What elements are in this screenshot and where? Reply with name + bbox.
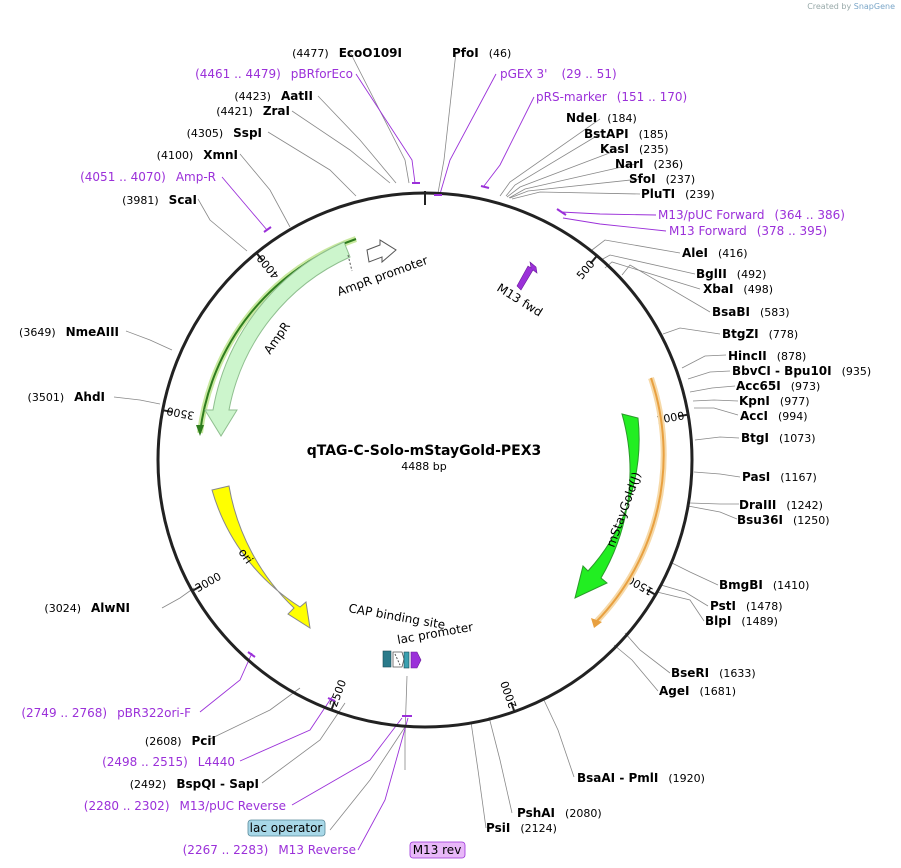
enzyme-label[interactable]: (4305)SspI (187, 126, 262, 140)
enzyme-label[interactable]: NarI(236) (615, 157, 683, 171)
mstaygold-label: mStayGold(J) (604, 470, 644, 549)
enzyme-label[interactable]: KasI(235) (600, 142, 669, 156)
enzyme-label[interactable]: BstAPI(185) (584, 127, 668, 141)
m13-rev-label-box (409, 841, 466, 859)
enzyme-label[interactable]: KpnI(977) (739, 394, 810, 408)
enzyme-label[interactable]: BsaBI(583) (712, 305, 790, 319)
tick-label: 2500 (327, 678, 349, 709)
enzyme-label[interactable]: PfoI(46) (452, 46, 511, 60)
enzyme-label[interactable]: PsiI(2124) (486, 821, 557, 835)
enzyme-label[interactable]: (4100)XmnI (157, 148, 238, 162)
enzyme-label[interactable]: HincII(878) (728, 349, 806, 363)
tick-mark (330, 700, 336, 711)
m13-rev-label[interactable]: M13 rev (413, 843, 462, 857)
enzyme-label[interactable]: (4421)ZraI (216, 104, 290, 118)
enzyme-label[interactable]: (4423)AatII (234, 89, 313, 103)
primer-labels: (4461 .. 4479)pBRforEco pGEX 3'(29 .. 51… (21, 67, 845, 857)
enzyme-labels: PfoI(46) NdeI(184) BstAPI(185) KasI(235)… (452, 46, 871, 835)
tick-mark (678, 413, 689, 418)
ampr-feature[interactable] (204, 241, 351, 437)
tick-label: 2000 (498, 679, 520, 710)
ampr-promoter-feature[interactable] (366, 239, 397, 264)
enzyme-label[interactable]: BbvCI - Bpu10I(935) (732, 364, 871, 378)
primer-label[interactable]: (2267 .. 2283)M13 Reverse (183, 843, 356, 857)
primer-marks (247, 182, 567, 717)
leader-lines (113, 51, 741, 831)
tick-mark (646, 588, 656, 596)
tick-mark (255, 252, 264, 262)
enzyme-label[interactable]: (4477)EcoO109I (292, 46, 402, 60)
cap-binding-site-feature[interactable] (382, 650, 392, 668)
enzyme-label[interactable]: (3649)NmeAIII (19, 325, 119, 339)
ampr-promoter-divider (347, 254, 353, 272)
snapgene-watermark: Created by SnapGene (807, 2, 895, 11)
enzyme-labels-left: (4477)EcoO109I (4423)AatII (4421)ZraI (4… (19, 46, 402, 791)
tick-marks (162, 252, 689, 712)
primer-label[interactable]: (2498 .. 2515)L4440 (102, 755, 235, 769)
tick-mark (191, 585, 202, 592)
tick-mark (589, 255, 598, 265)
primer-label[interactable]: pGEX 3'(29 .. 51) (500, 67, 617, 81)
tick-mark (162, 409, 173, 414)
mstaygold-feature[interactable] (574, 413, 640, 599)
tick-label: 500 (574, 258, 597, 282)
enzyme-label[interactable]: PshAI(2080) (517, 806, 602, 820)
enzyme-label[interactable]: Bsu36I(1250) (737, 513, 830, 527)
enzyme-label[interactable]: BseRI(1633) (671, 666, 756, 680)
m13-rev-feature[interactable] (410, 651, 422, 669)
enzyme-label[interactable]: AgeI(1681) (659, 684, 736, 698)
primer-label[interactable]: (2280 .. 2302)M13/pUC Reverse (84, 799, 286, 813)
enzyme-label[interactable]: AleI(416) (682, 246, 748, 260)
tick-label: 3500 (165, 404, 195, 422)
enzyme-label[interactable]: (2492)BspQI - SapI (130, 777, 259, 791)
lac-operator-label[interactable]: lac operator (250, 821, 323, 835)
ori-feature[interactable] (211, 485, 311, 630)
enzyme-label[interactable]: PstI(1478) (710, 599, 783, 613)
tick-mark (510, 701, 516, 712)
primer-label[interactable]: (2749 .. 2768)pBR322ori-F (21, 706, 191, 720)
mstaygold-track-arrowhead (591, 618, 602, 628)
m13-fwd-feature[interactable] (516, 261, 538, 291)
enzyme-label[interactable]: DraIII(1242) (739, 498, 823, 512)
tick-label: 3000 (193, 570, 224, 595)
enzyme-label[interactable]: (3981)ScaI (122, 193, 197, 207)
lac-operator-label-box (247, 819, 326, 837)
enzyme-label[interactable]: BglII(492) (696, 267, 766, 281)
enzyme-label[interactable]: BmgBI(1410) (719, 578, 809, 592)
primer-label[interactable]: M13/pUC Forward(364 .. 386) (658, 208, 845, 222)
enzyme-label[interactable]: Acc65I(973) (736, 379, 820, 393)
enzyme-label[interactable]: NdeI(184) (566, 111, 637, 125)
ampr-track-arrowhead (196, 425, 204, 436)
enzyme-label[interactable]: PluTI(239) (641, 187, 715, 201)
primer-label[interactable]: pRS-marker(151 .. 170) (536, 90, 687, 104)
enzyme-label[interactable]: XbaI(498) (703, 282, 773, 296)
enzyme-label[interactable]: BlpI(1489) (705, 614, 778, 628)
enzyme-label[interactable]: (3501)AhdI (28, 390, 105, 404)
enzyme-label[interactable]: (2608)PciI (145, 734, 216, 748)
enzyme-label[interactable]: BsaAI - PmlI(1920) (577, 771, 705, 785)
enzyme-label[interactable]: BtgI(1073) (741, 431, 816, 445)
enzyme-label[interactable]: AccI(994) (740, 409, 808, 423)
enzyme-label[interactable]: PasI(1167) (742, 470, 817, 484)
mstaygold-track (595, 377, 665, 623)
enzyme-label[interactable]: SfoI(237) (629, 172, 695, 186)
lac-operator-feature[interactable] (403, 651, 410, 669)
primer-label[interactable]: M13 Forward(378 .. 395) (669, 224, 827, 238)
primer-label[interactable]: (4461 .. 4479)pBRforEco (195, 67, 353, 81)
enzyme-label[interactable]: BtgZI(778) (722, 327, 798, 341)
plasmid-length: 4488 bp (401, 460, 446, 473)
plasmid-name: qTAG-C-Solo-mStayGold-PEX3 (307, 443, 542, 459)
primer-label[interactable]: (4051 .. 4070)Amp-R (80, 170, 216, 184)
enzyme-label[interactable]: (3024)AlwNI (44, 601, 130, 615)
